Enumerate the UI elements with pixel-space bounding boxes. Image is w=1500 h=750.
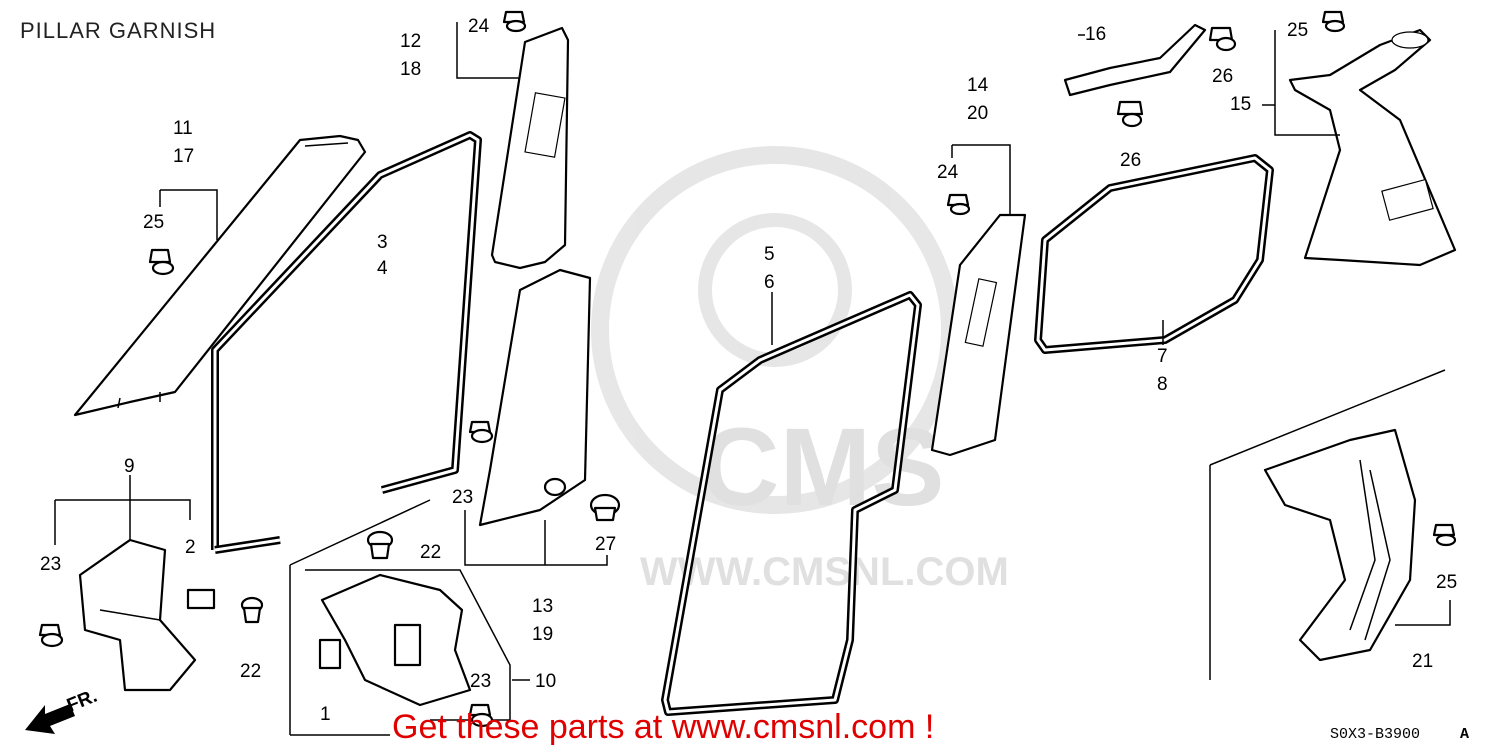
front-direction-arrow: FR. [25,686,100,734]
watermark-brand: CMS [700,406,944,529]
kick-panel [78,538,197,692]
bolt-26a [1208,26,1237,52]
watermark-url: WWW.CMSNL.COM [640,550,1009,594]
b-pillar-upper-garnish [490,26,570,270]
label-plate-1 [318,638,342,670]
callout-17: 17 [173,146,194,167]
label-plate-2 [186,588,216,610]
b-pillar-lower-garnish [478,268,592,527]
diagram-title: PILLAR GARNISH [20,18,216,43]
callout-4: 4 [377,258,388,279]
clip-25b [1321,10,1346,33]
callout-26a: 26 [1212,66,1233,87]
callout-1: 1 [320,704,331,725]
callout-23a: 23 [40,554,61,575]
rear-pillar-garnish [1288,28,1457,267]
callout-26b: 26 [1120,150,1141,171]
leader-13 [464,510,608,566]
box-frame-21 [1209,369,1446,466]
clip-25a [148,248,175,276]
leader-12 [456,22,520,79]
clip-24a [502,10,527,33]
callout-22b: 22 [240,661,261,682]
callout-23c: 23 [470,671,491,692]
leader-21 [1395,600,1451,626]
watermark: CMS WWW.CMSNL.COM [591,146,1009,594]
callout-25a: 25 [143,212,164,233]
leader-15 [1262,30,1340,136]
leader-11 [160,189,218,240]
clip-23c [468,703,494,728]
callout-19: 19 [532,624,553,645]
callout-3: 3 [377,232,388,253]
callout-18: 18 [400,59,421,80]
callout-labels: 1 2 3 4 5 6 7 8 9 10 11 17 12 18 13 19 1… [40,16,1457,725]
c-pillar-garnish [930,213,1027,457]
callout-25c: 25 [1436,572,1457,593]
clip-22b [240,596,264,624]
box-frame-10 [289,499,431,736]
callout-7: 7 [1157,346,1168,367]
callout-21: 21 [1412,651,1433,672]
front-weatherstrip [211,131,482,554]
quarter-seal [1034,154,1274,354]
promo-text: Get these parts at www.cmsnl.com ! [392,708,934,746]
callout-20: 20 [967,103,988,124]
callout-24a: 24 [468,16,490,37]
callout-6: 6 [764,272,775,293]
leader-14 [951,144,1011,215]
callout-14: 14 [967,75,989,96]
callout-13: 13 [532,596,553,617]
bracket-16 [1063,23,1207,97]
callout-11: 11 [173,118,193,139]
callout-15: 15 [1230,94,1251,115]
callout-16: 16 [1085,24,1106,45]
callout-27: 27 [595,534,616,555]
clip-22a [366,530,394,560]
diagram-suffix: A [1460,726,1469,743]
callout-9: 9 [124,456,135,477]
callout-2: 2 [185,537,196,558]
leader-9 [54,475,191,545]
callout-8: 8 [1157,374,1168,395]
callout-12: 12 [400,31,421,52]
callout-10: 10 [535,671,556,692]
callout-24b: 24 [937,162,959,183]
diagram-code: S0X3-B3900 [1330,726,1420,743]
bolt-26b [1116,100,1144,128]
rear-weatherstrip [661,291,922,716]
callout-5: 5 [764,244,775,265]
callout-22a: 22 [420,542,441,563]
a-pillar-garnish [73,134,367,417]
plug-27 [589,493,621,522]
direction-label: FR. [64,686,100,717]
cargo-side-trim [1263,428,1417,662]
clip-23b [468,420,494,444]
clip-25c [1432,523,1457,547]
side-box [320,573,472,707]
callout-23b: 23 [452,487,473,508]
clip-24b [946,193,971,216]
clip-23a [38,623,64,648]
callout-25b: 25 [1287,20,1308,41]
